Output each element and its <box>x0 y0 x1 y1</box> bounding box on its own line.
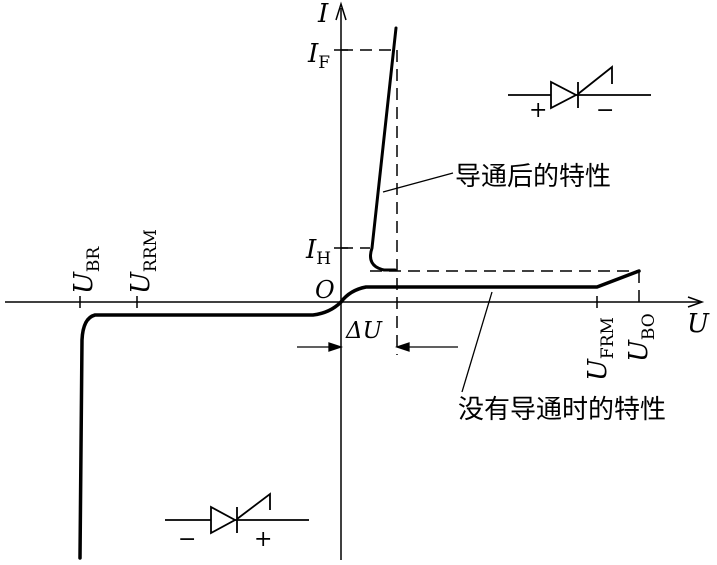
leader-lines <box>382 172 493 393</box>
ufrm-label: UFRM <box>583 317 618 381</box>
reverse-blocking-curve <box>78 300 343 560</box>
delta-u-dimension <box>297 342 458 352</box>
delta-u-label: ΔU <box>345 318 384 344</box>
off-state-annotation: 没有导通时的特性 <box>458 395 666 425</box>
y-axis-arrow <box>335 1 347 21</box>
urrm-label: URRM <box>126 229 161 294</box>
on-state-annotation: 导通后的特性 <box>455 162 611 192</box>
off-state-leader <box>461 291 493 393</box>
y-axis-label: I <box>317 0 329 29</box>
forward-blocking-curve <box>339 269 641 304</box>
x-axis-label: U <box>687 309 710 339</box>
delta-u-arrow-left <box>328 342 344 352</box>
ubr-label: UBR <box>69 246 104 294</box>
delta-u-arrow-right <box>394 342 410 352</box>
reverse-thyristor-symbol: − + <box>165 492 309 552</box>
reverse-plus: + <box>254 527 272 552</box>
if-label: IF <box>307 39 330 73</box>
origin-label: O <box>315 276 335 304</box>
thyristor-icon <box>165 492 309 535</box>
dashed-guides <box>341 49 640 355</box>
forward-thyristor-symbol: + − <box>508 65 651 123</box>
forward-minus: − <box>596 98 614 123</box>
forward-plus: + <box>529 98 547 123</box>
on-state-leader <box>382 172 454 193</box>
ubo-label: UBO <box>624 313 659 362</box>
thyristor-icon <box>508 65 651 110</box>
ih-label: IH <box>305 235 331 269</box>
characteristic-curves <box>78 26 641 560</box>
on-state-curve <box>369 26 398 272</box>
axes <box>5 1 705 560</box>
x-axis-arrow <box>687 296 705 308</box>
reverse-minus: − <box>178 527 196 552</box>
